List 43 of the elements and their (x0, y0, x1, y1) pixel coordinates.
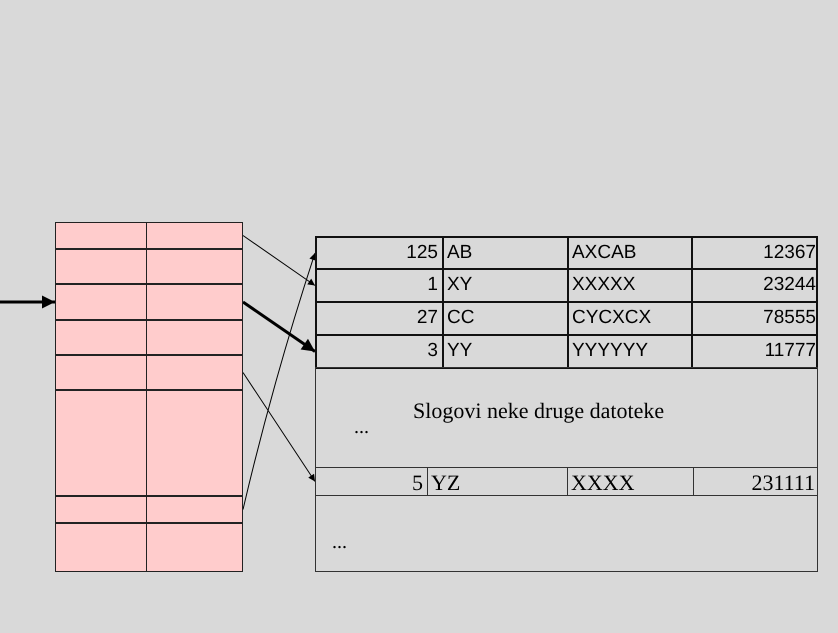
value-cell: CYCXCX (567, 303, 691, 334)
value-cell: YYYYYY (567, 336, 691, 367)
amount-cell: 231111 (693, 468, 819, 495)
arrow (242, 235, 316, 286)
amount-cell: 78555 (691, 303, 820, 334)
number-cell-text: 1 (426, 273, 439, 297)
code-cell: CC (442, 303, 567, 334)
table-row (55, 222, 243, 249)
record-row (315, 467, 818, 496)
table-row (55, 249, 243, 284)
record-row (315, 334, 818, 369)
value-cell: XXXX (567, 468, 693, 495)
record-row (315, 268, 818, 303)
table-row (55, 284, 243, 320)
table-row (55, 320, 243, 355)
value-cell: AXCAB (567, 238, 691, 268)
table-row (55, 355, 243, 390)
arrow (242, 372, 316, 482)
record-row (315, 236, 818, 270)
arrow (242, 252, 316, 510)
table-row (55, 523, 243, 572)
amount-cell: 23244 (691, 270, 820, 301)
arrow (0, 296, 55, 308)
ellipsis: ... (332, 531, 347, 554)
number-cell-text: 125 (405, 241, 439, 265)
number-cell-text: 5 (411, 469, 424, 495)
code-cell: XY (442, 270, 567, 301)
code-cell: YZ (427, 468, 567, 495)
amount-cell: 12367 (691, 238, 820, 268)
number-cell-text: 3 (426, 339, 439, 363)
table-row (55, 496, 243, 523)
record-row (315, 301, 818, 336)
area-title: Slogovi neke druge datoteke (413, 398, 664, 424)
records-area (315, 495, 818, 572)
number-cell-text: 27 (416, 306, 439, 330)
code-cell: AB (442, 238, 567, 268)
code-cell: YY (442, 336, 567, 367)
amount-cell: 11777 (691, 336, 820, 367)
records-area (315, 367, 818, 468)
value-cell: XXXXX (567, 270, 691, 301)
ellipsis: ... (354, 416, 369, 439)
table-row (55, 390, 243, 496)
arrow (242, 300, 316, 353)
